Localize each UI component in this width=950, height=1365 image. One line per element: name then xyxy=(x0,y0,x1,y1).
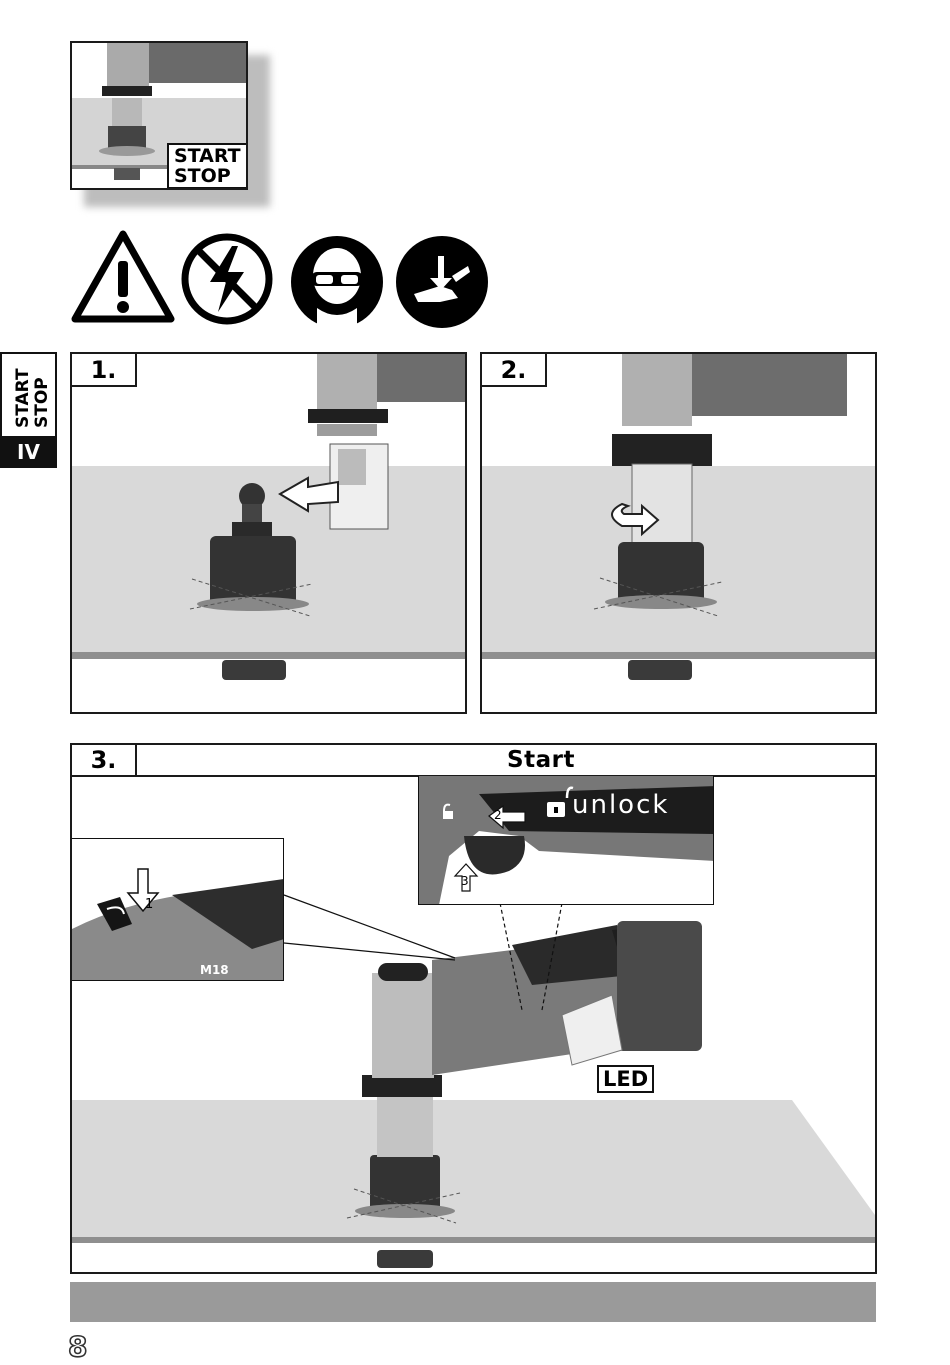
section-side-tab: START STOP IV xyxy=(0,352,57,468)
page-number: 8 xyxy=(67,1329,88,1364)
top-figure-illustration xyxy=(72,43,246,180)
start-stop-label: START STOP xyxy=(167,143,246,188)
step-1-illustration xyxy=(72,354,465,680)
step-2-illustration xyxy=(482,354,875,680)
tool-label-m18: M18 xyxy=(200,963,229,977)
callout-2: 2 xyxy=(494,808,502,822)
warning-triangle-icon xyxy=(70,229,176,329)
step-1-panel: 1. xyxy=(70,352,467,714)
unlock-label: unlock xyxy=(572,790,670,820)
step-2-number: 2. xyxy=(482,354,547,387)
step-2-panel: 2. xyxy=(480,352,877,714)
safety-goggles-icon xyxy=(291,236,383,332)
step-3-title: Start xyxy=(507,747,575,773)
footer-bar xyxy=(70,1282,876,1322)
step-3-illustration xyxy=(72,894,875,1268)
step-3-panel: 3. Start 1 M18 xyxy=(70,743,877,1274)
trigger-detail-inset: 1 M18 xyxy=(72,838,284,981)
step-1-number: 1. xyxy=(72,354,137,387)
side-tab-label: START STOP xyxy=(2,354,55,434)
side-tab-section: IV xyxy=(2,436,55,468)
led-label: LED xyxy=(597,1065,655,1093)
stop-label: STOP xyxy=(174,165,231,187)
step-3-number: 3. xyxy=(72,745,137,775)
callout-1: 1 xyxy=(145,897,154,912)
top-figure: START STOP xyxy=(70,41,248,190)
side-tab-start: START xyxy=(13,368,33,428)
unlock-detail-inset: unlock 2 3 xyxy=(418,776,714,905)
start-label: START xyxy=(174,145,241,167)
callout-3: 3 xyxy=(461,874,469,888)
side-tab-stop: STOP xyxy=(32,377,52,428)
no-electric-shock-icon xyxy=(180,232,274,330)
hand-injury-icon xyxy=(396,236,488,332)
